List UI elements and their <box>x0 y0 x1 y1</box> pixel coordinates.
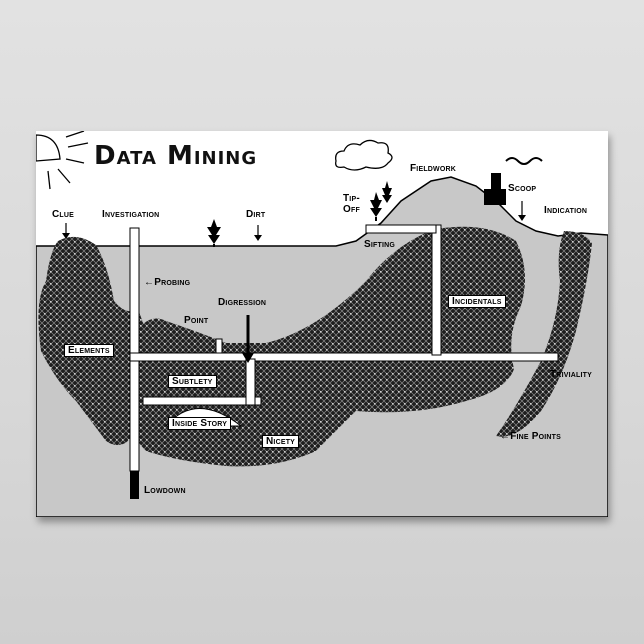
mine-diagram <box>36 131 608 517</box>
sun-icon <box>36 131 89 190</box>
label-fieldwork: Fieldwork <box>410 163 457 174</box>
label-inside-story: Inside Story <box>168 417 232 430</box>
label-fine-points: ←Fine Points <box>500 431 561 442</box>
label-clue: Clue <box>52 209 75 220</box>
label-investigation: Investigation <box>102 209 160 220</box>
ore-vein <box>496 231 592 437</box>
label-fine-points-text: Fine Points <box>510 431 562 442</box>
arrow-heads <box>62 215 526 363</box>
cloud-icon <box>335 139 393 171</box>
label-point: Point <box>184 315 209 326</box>
label-scoop: Scoop <box>508 183 537 194</box>
label-subtlety: Subtlety <box>168 375 217 388</box>
label-elements: Elements <box>64 344 114 357</box>
left-arrow-icon: ← <box>144 277 155 288</box>
lowdown-shaft-bottom <box>130 471 139 499</box>
ore-left <box>38 236 150 446</box>
label-probing-text: Probing <box>154 277 191 288</box>
label-digression: Digression <box>218 297 267 308</box>
label-incidentals: Incidentals <box>448 295 506 308</box>
label-tip-off-1: Tip- <box>343 193 360 204</box>
tree-icon <box>207 181 392 247</box>
label-indication: Indication <box>544 205 588 216</box>
label-sifting: Sifting <box>364 239 396 250</box>
page-title: Data Mining <box>94 141 258 171</box>
left-arrow-icon: ← <box>500 431 511 442</box>
label-probing: ←Probing <box>144 277 190 288</box>
poster: Data Mining Clue Investigation Dirt Tip-… <box>36 131 608 517</box>
ore-center <box>126 226 525 467</box>
label-tip-off-2: Off <box>343 204 360 215</box>
tunnels <box>129 224 559 472</box>
label-dirt: Dirt <box>246 209 266 220</box>
label-triviality: Triviality <box>550 369 592 380</box>
factory-icon <box>484 157 543 205</box>
label-lowdown: Lowdown <box>144 485 186 496</box>
label-nicety: Nicety <box>262 435 300 448</box>
